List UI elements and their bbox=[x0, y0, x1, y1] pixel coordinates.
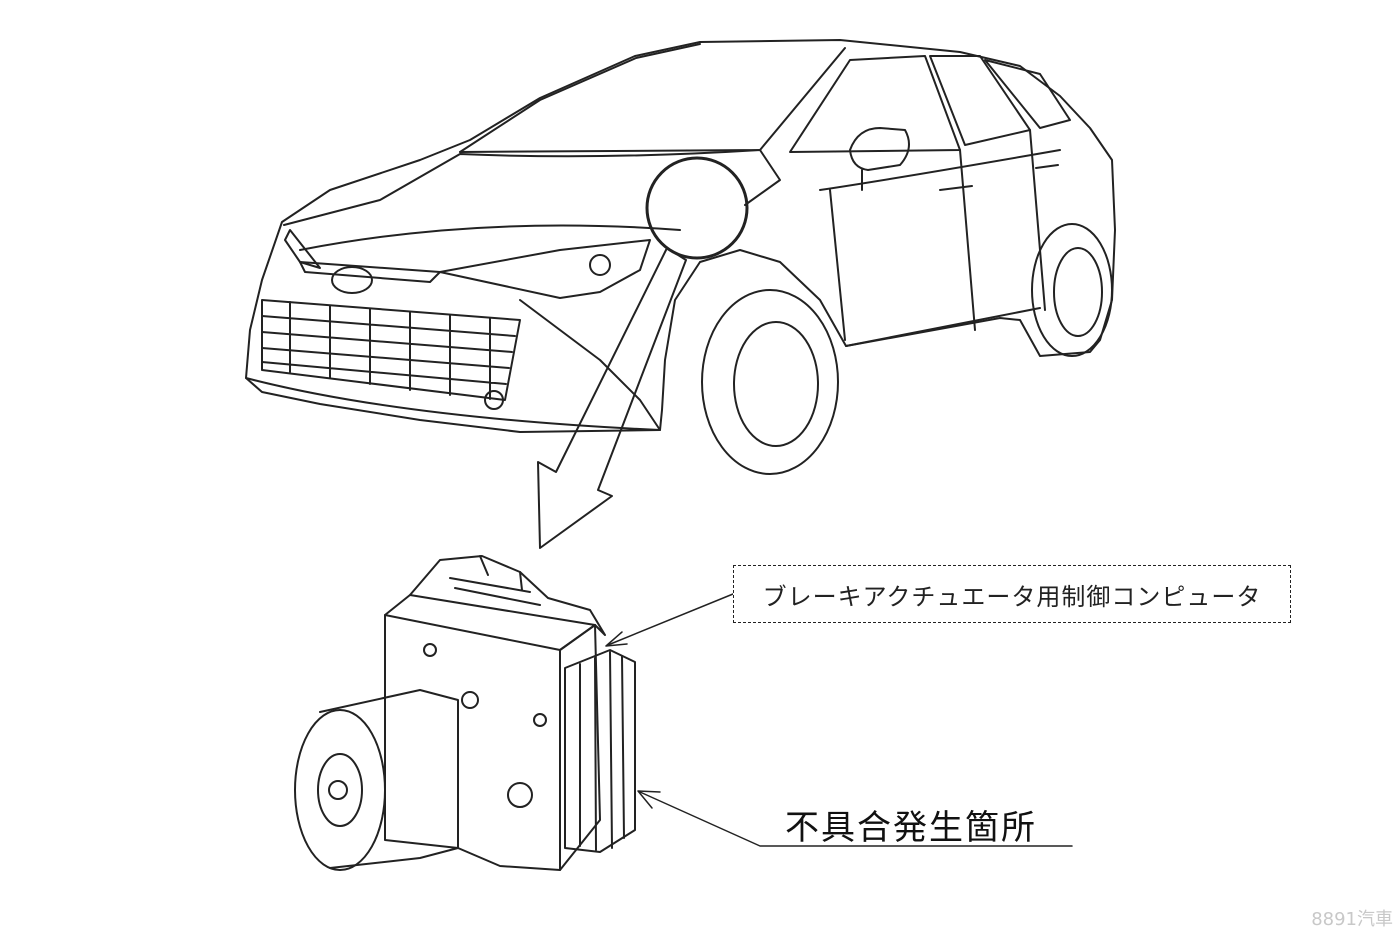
car-headlight-right bbox=[439, 239, 651, 299]
component-callout-box: ブレーキアクチュエータ用制御コンピュータ bbox=[733, 565, 1291, 623]
car-windshield bbox=[459, 47, 846, 153]
actuator-ecu-housing bbox=[409, 555, 606, 636]
actuator-port-1 bbox=[507, 782, 533, 808]
component-leader-line bbox=[607, 593, 734, 646]
actuator-connector-ridges bbox=[449, 555, 541, 606]
component-label: ブレーキアクチュエータ用制御コンピュータ bbox=[762, 582, 1262, 611]
car-emblem bbox=[331, 266, 373, 294]
actuator-ecu-layers bbox=[579, 651, 625, 851]
car-illustration bbox=[245, 39, 1116, 475]
car-rear-quarter-window bbox=[984, 59, 1071, 129]
car-rear-wheel bbox=[1031, 223, 1113, 357]
car-rear-window bbox=[929, 55, 1031, 146]
component-leader-arrowhead bbox=[605, 631, 628, 647]
car-front-wheel bbox=[701, 289, 839, 475]
actuator-motor-shaft bbox=[328, 780, 348, 800]
car-door-handles bbox=[939, 164, 1059, 191]
defect-location-label: 不具合発生箇所 bbox=[785, 808, 1037, 848]
defect-leader-arrowhead bbox=[637, 790, 661, 809]
car-rear-wheel-rim bbox=[1053, 247, 1103, 337]
car-upper-grille bbox=[299, 261, 441, 283]
car-headlight-lens bbox=[589, 254, 611, 276]
car-grille-bars bbox=[261, 301, 516, 400]
actuator-motor-face bbox=[294, 709, 386, 871]
car-headlight-left bbox=[284, 229, 321, 269]
car-roofline bbox=[459, 43, 701, 153]
actuator-port-2 bbox=[461, 691, 479, 709]
actuator-ecu-module bbox=[564, 649, 636, 853]
car-body-outline bbox=[245, 39, 1116, 433]
car-fog-light bbox=[484, 390, 504, 410]
actuator-motor-inner bbox=[317, 753, 363, 827]
pointer-arrow bbox=[537, 247, 687, 549]
defect-leader-line bbox=[639, 791, 1073, 847]
watermark-logo: 8891汽車 bbox=[1311, 909, 1393, 930]
car-front-bumper bbox=[245, 299, 661, 431]
car-front-wheel-rim bbox=[733, 321, 819, 447]
car-front-window bbox=[789, 55, 961, 153]
car-hood bbox=[283, 149, 781, 251]
car-door-lines bbox=[819, 129, 1061, 341]
actuator-block-front bbox=[384, 614, 561, 871]
brake-actuator-illustration bbox=[294, 555, 636, 871]
car-side-skirt bbox=[845, 307, 1041, 347]
actuator-motor-body bbox=[319, 689, 459, 869]
actuator-port-3 bbox=[533, 713, 547, 727]
actuator-port-4 bbox=[423, 643, 437, 657]
highlight-circle bbox=[645, 156, 749, 260]
car-lower-grille bbox=[261, 299, 521, 401]
car-side-mirror bbox=[849, 127, 910, 191]
